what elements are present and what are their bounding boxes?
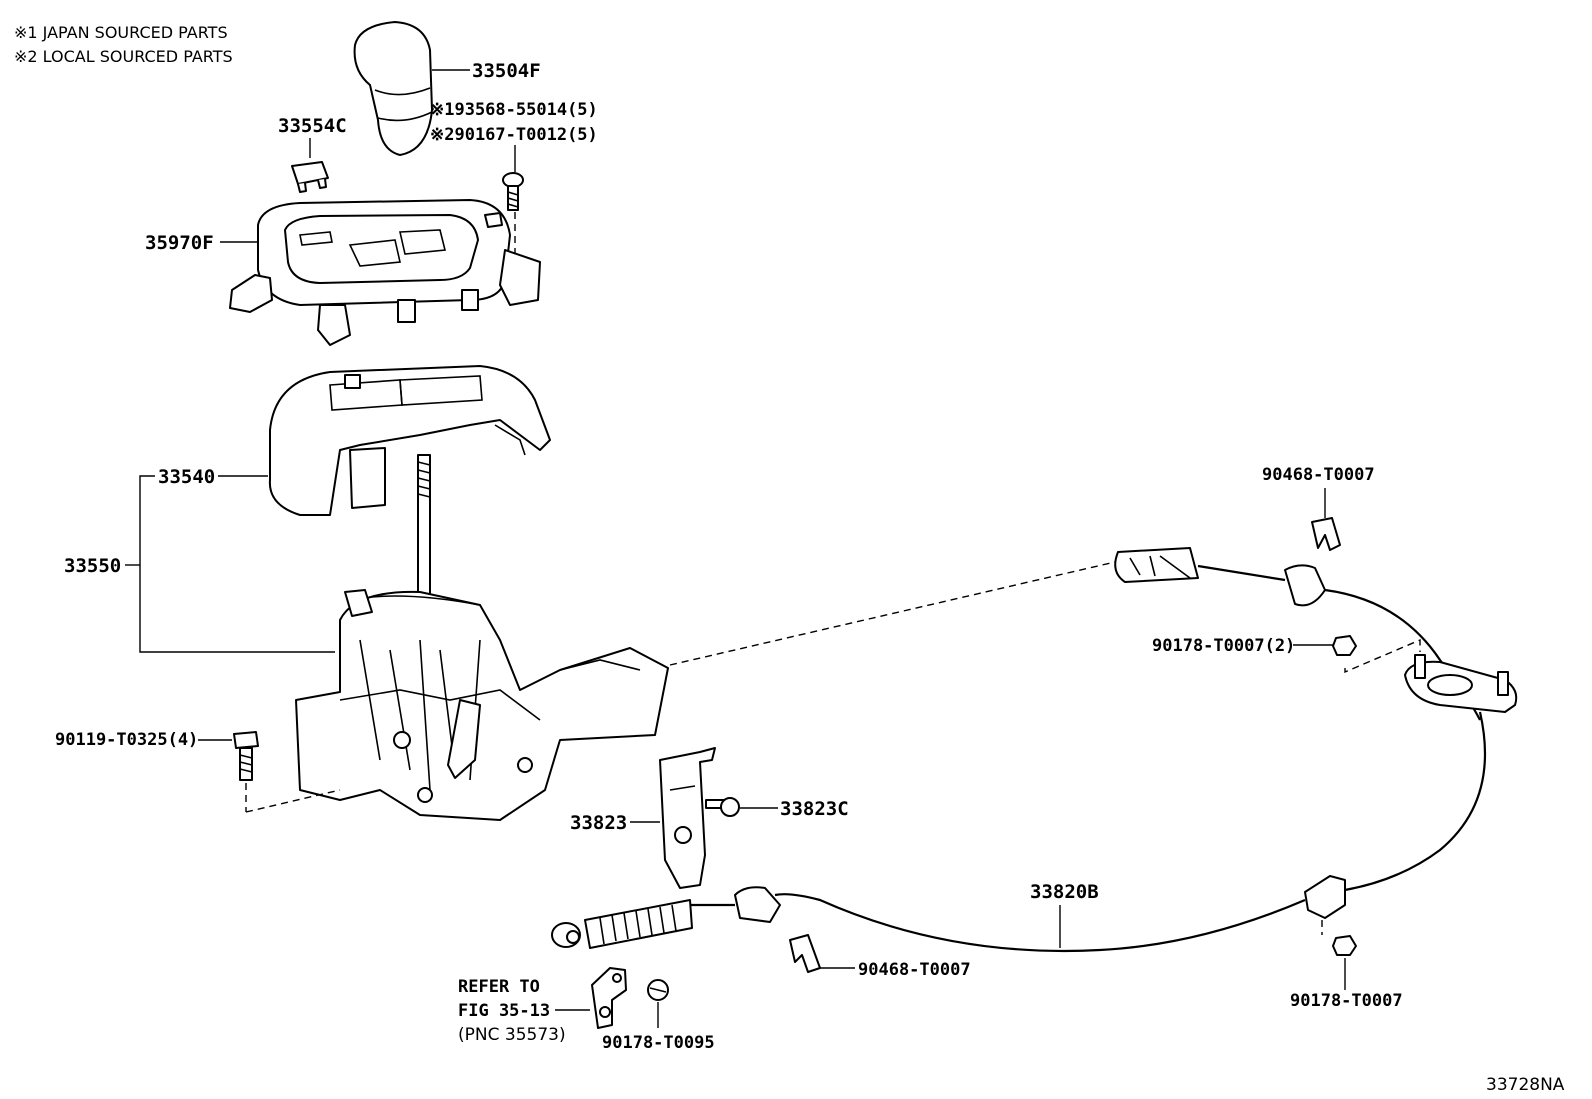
label-90178-T0007-2[interactable]: 90178-T0007(2) xyxy=(1152,636,1295,656)
refer-line-3[interactable]: (PNC 35573) xyxy=(458,1025,566,1045)
bracket-drawing xyxy=(659,747,716,889)
label-33550[interactable]: 33550 xyxy=(64,555,121,577)
label-90178-T0095[interactable]: 90178-T0095 xyxy=(602,1033,715,1053)
shift-knob-drawing xyxy=(353,21,433,156)
label-90468-T0007-upper[interactable]: 90468-T0007 xyxy=(1262,465,1375,485)
cable-drawing xyxy=(551,547,1518,953)
nut-lower-drawing xyxy=(1332,935,1357,956)
note-japan-sourced: ※1 JAPAN SOURCED PARTS xyxy=(14,23,228,42)
label-35970F[interactable]: 35970F xyxy=(145,232,214,254)
figure-code: 33728NA xyxy=(1486,1075,1565,1095)
label-90119-T0325[interactable]: 90119-T0325(4) xyxy=(55,730,198,750)
label-33554C[interactable]: 33554C xyxy=(278,115,347,137)
clip-upper-drawing xyxy=(1311,517,1341,551)
cover-drawing xyxy=(268,365,551,516)
label-90178-T0007-lower[interactable]: 90178-T0007 xyxy=(1290,991,1403,1011)
assy-bracket-line xyxy=(139,475,335,653)
refer-line-1[interactable]: REFER TO xyxy=(458,977,540,997)
housing-plate-drawing xyxy=(229,199,541,346)
label-33540[interactable]: 33540 xyxy=(158,466,215,488)
label-33823[interactable]: 33823 xyxy=(570,812,627,834)
nut-upper-drawing xyxy=(1332,635,1357,656)
nut-small-drawing xyxy=(647,979,669,1001)
clip-lower-drawing xyxy=(789,934,821,973)
label-33823C[interactable]: 33823C xyxy=(780,798,849,820)
refer-bracket-drawing xyxy=(591,967,627,1029)
nut-upper-dashline xyxy=(1344,638,1421,674)
bolt-drawing xyxy=(233,731,259,781)
lever-cable-dashline xyxy=(669,561,1116,666)
label-screw-local[interactable]: ※290167-T0012(5) xyxy=(430,125,598,145)
label-33504F[interactable]: 33504F xyxy=(472,60,541,82)
label-90468-T0007-lower[interactable]: 90468-T0007 xyxy=(858,960,971,980)
note-local-sourced: ※2 LOCAL SOURCED PARTS xyxy=(14,47,233,66)
clip-c-drawing xyxy=(291,161,329,193)
bracket-bolt-drawing xyxy=(705,797,740,817)
refer-line-2[interactable]: FIG 35-13 xyxy=(458,1001,550,1021)
screw-drawing xyxy=(502,172,524,211)
label-screw-japan[interactable]: ※193568-55014(5) xyxy=(430,100,598,120)
bolt-dashline-d xyxy=(245,789,341,813)
label-33820B[interactable]: 33820B xyxy=(1030,881,1099,903)
shift-base-drawing xyxy=(295,454,669,821)
